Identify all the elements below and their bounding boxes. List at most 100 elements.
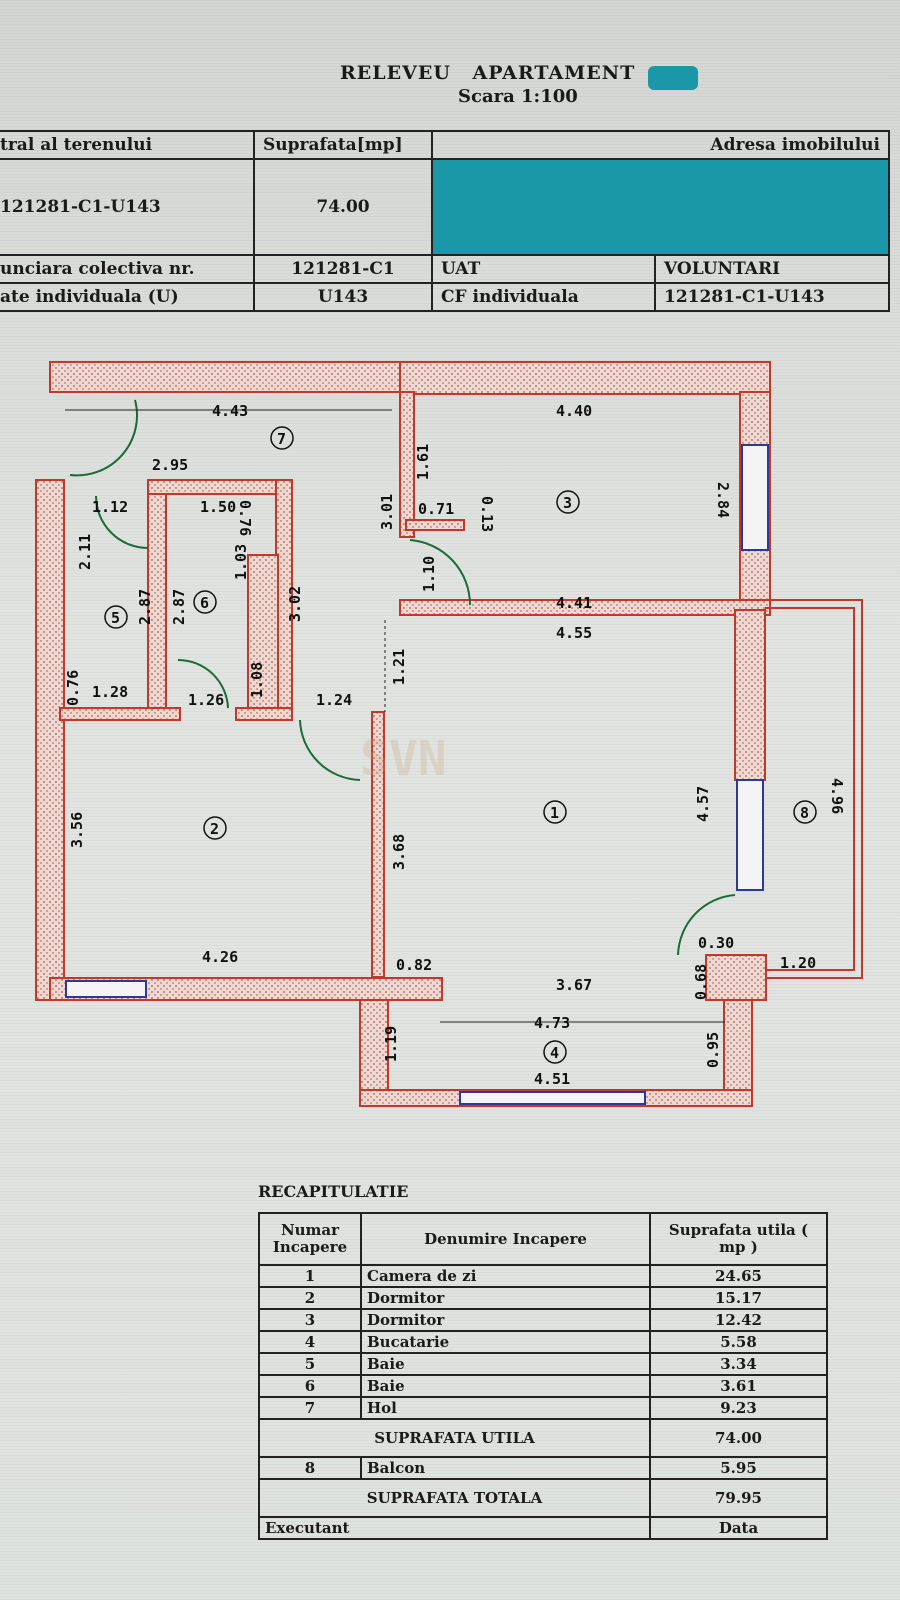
room-area: 5.95 [649,1456,828,1480]
svg-text:7: 7 [277,430,286,448]
room-number-2: 2 [203,816,227,840]
svg-text:6: 6 [200,594,209,612]
windows [65,444,769,1105]
dim: 2.87 [136,589,154,625]
dim: 4.57 [694,786,712,822]
address-header: Adresa imobilului [431,130,890,160]
dimension-labels: 4.43 2.95 1.12 1.50 0.76 2.11 2.87 2.87 … [64,402,846,1088]
room-number-6: 6 [193,590,217,614]
unit-label: ate individuala (U) [0,282,255,312]
door-swings [69,399,736,956]
dim: 4.73 [534,1014,570,1032]
dim: 1.28 [92,683,128,701]
scale-label: Scara 1:100 [458,86,578,107]
total-label: SUPRAFATA TOTALA [258,1478,651,1518]
cadastral-header: tral al terenului [0,130,255,160]
walls [35,361,771,1107]
dim: 3.56 [68,812,86,848]
dim: 4.51 [534,1070,570,1088]
svg-text:5: 5 [111,609,120,627]
room-number-3: 3 [556,490,580,514]
header-name: Denumire Incapere [360,1212,651,1266]
cf-colectiva-value: 121281-C1 [253,254,433,284]
dim: 0.76 [64,670,82,706]
wall-stub [405,519,465,531]
wall-bath6-column [247,554,279,711]
header-area: Suprafata utila ( mp ) [649,1212,828,1266]
area-header: Suprafata[mp] [253,130,433,160]
balcony-outline [765,599,863,979]
wall-room3-left [399,391,415,538]
dim: 4.43 [212,402,248,420]
dim: 3.68 [390,834,408,870]
recap-table: Numar Incapere Denumire Incapere Suprafa… [258,1212,828,1540]
door-balcony [677,894,736,956]
door-bath5 [95,495,149,549]
dim: 1.21 [390,649,408,685]
door-room2 [299,719,361,781]
dim: 3.02 [286,586,304,622]
dim: 0.68 [692,964,710,1000]
room-area: 12.42 [649,1308,828,1332]
dim: 1.12 [92,498,128,516]
dim: 1.19 [382,1026,400,1062]
uat-label: UAT [431,254,656,284]
address-redacted [431,158,890,256]
unit-value: U143 [253,282,433,312]
room-num: 2 [258,1286,362,1310]
room-area: 3.61 [649,1374,828,1398]
window-room2 [65,980,147,998]
dim: 4.26 [202,948,238,966]
room-name: Dormitor [360,1286,651,1310]
room-num: 5 [258,1352,362,1376]
dim: 0.30 [698,934,734,952]
dim: 0.95 [704,1032,722,1068]
dim: 1.20 [780,954,816,972]
room-name: Dormitor [360,1308,651,1332]
area-value: 74.00 [253,158,433,256]
uat-value: VOLUNTARI [654,254,890,284]
room-name: Baie [360,1374,651,1398]
total-value: 79.95 [649,1478,828,1518]
header-num: Numar Incapere [258,1212,362,1266]
floor-plan: SVN 1 2 3 4 5 6 7 8 4.43 2.95 1.12 1.50 … [35,361,863,1107]
wall-room1-right [734,609,766,781]
room-num: 3 [258,1308,362,1332]
dim: 1.08 [248,662,266,698]
wall-kitchen-left [359,999,389,1106]
dim: 2.87 [170,589,188,625]
dim: 3.01 [378,494,396,530]
room-name: Hol [360,1396,651,1420]
dim: 2.84 [714,482,732,518]
room-number-5: 5 [104,605,128,629]
wall-top-right [399,361,771,395]
room-num: 7 [258,1396,362,1420]
property-info-table: tral al terenului Suprafata[mp] Adresa i… [0,130,890,312]
wall-bath6-bottom [235,707,293,721]
watermark: SVN [360,731,447,787]
dim: 1.26 [188,691,224,709]
room-area: 9.23 [649,1396,828,1420]
window-room1 [736,779,764,891]
cf-colectiva-label: unciara colectiva nr. [0,254,255,284]
room-name: Balcon [360,1456,651,1480]
room-area: 24.65 [649,1264,828,1288]
dim: 0.13 [478,496,496,532]
useful-value: 74.00 [649,1418,828,1458]
wall-bottom-left [49,977,443,1001]
date-label: Data [649,1516,828,1540]
dim: 4.41 [556,594,592,612]
dim: 1.03 [232,544,250,580]
room-number-8: 8 [793,800,817,824]
dim: 4.40 [556,402,592,420]
room-numbers: 1 2 3 4 5 6 7 8 [104,426,817,1064]
wall-balcony-corner [705,954,767,1001]
room-area: 5.58 [649,1330,828,1354]
room-num: 8 [258,1456,362,1480]
room-number-1: 1 [543,800,567,824]
dim: 0.71 [418,500,454,518]
